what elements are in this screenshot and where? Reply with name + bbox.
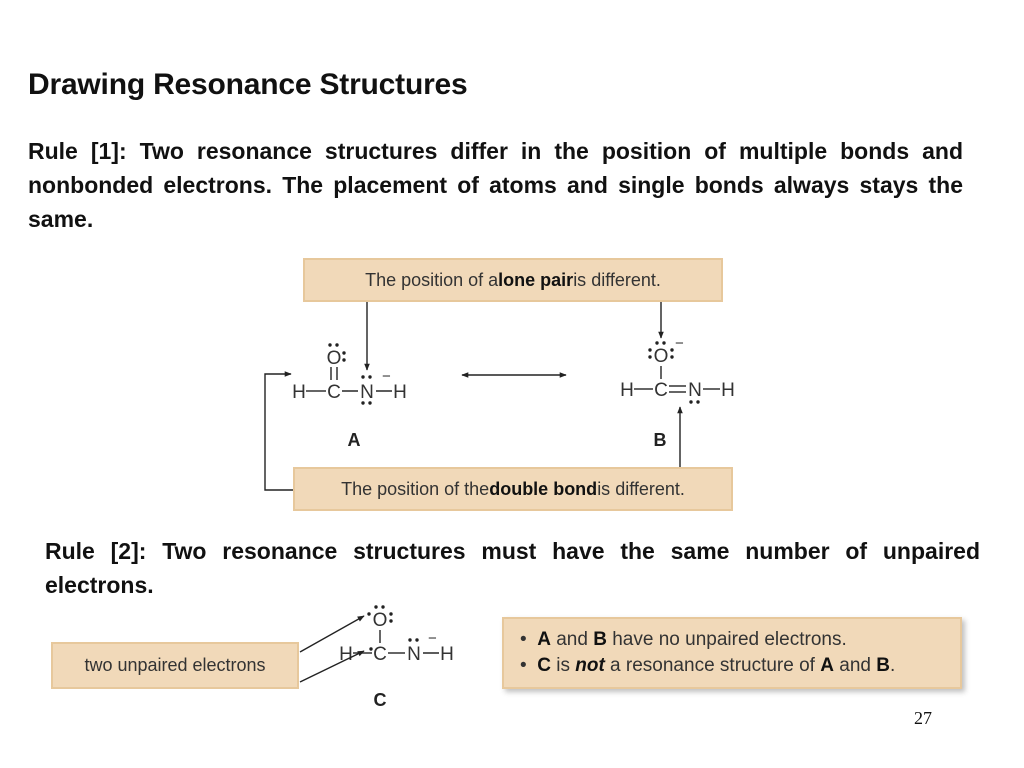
atom-n-a: N <box>360 382 374 403</box>
atom-h-right-b: H <box>721 380 735 401</box>
rule-2-text: Rule [2]: Two resonance structures must … <box>45 538 980 598</box>
atom-h-left-c: H <box>339 644 353 665</box>
structure-a: O H C N H − A <box>292 343 407 450</box>
page-number: 27 <box>914 708 932 728</box>
atom-n-b: N <box>688 380 702 401</box>
atom-c-a: C <box>327 382 341 403</box>
page-title: Drawing Resonance Structures <box>28 68 468 101</box>
lone-pair-callout-suffix: is different. <box>573 269 661 290</box>
label-b: B <box>654 430 667 450</box>
atom-h-right-a: H <box>393 382 407 403</box>
note-1: • A and B have no unpaired electrons. <box>520 627 847 653</box>
notes-box: • A and B have no unpaired electrons. • … <box>502 617 962 689</box>
atom-o-a: O <box>327 348 342 369</box>
note-1-t1: and <box>550 629 594 650</box>
unpaired-arrow-top <box>299 615 365 653</box>
charge-c: − <box>428 630 437 647</box>
lone-pair-callout-prefix: The position of a <box>365 269 499 290</box>
atom-c-c: C <box>373 644 387 665</box>
charge-a: − <box>382 368 391 385</box>
lone-pair-callout: The position of a lone pair is different… <box>303 258 723 302</box>
label-a: A <box>348 430 361 450</box>
note-2: • C is not a resonance structure of A an… <box>520 653 895 679</box>
double-bond-arrow-a <box>264 371 293 491</box>
charge-b: − <box>675 335 684 352</box>
note-2-b3: B <box>876 655 890 676</box>
note-2-t4: . <box>889 655 896 676</box>
atom-c-b: C <box>654 380 668 401</box>
atom-n-c: N <box>407 644 421 665</box>
note-2-t3: and <box>833 655 877 676</box>
structure-b: O − H C N H B <box>620 335 735 450</box>
unpaired-arrow-bottom <box>299 650 365 683</box>
structure-c: O H C N H − C <box>339 605 454 710</box>
lone-pair-callout-bold: lone pair <box>498 269 574 290</box>
atom-o-c: O <box>373 610 388 631</box>
note-2-t2: a resonance structure of <box>604 655 821 676</box>
note-1-b2: B <box>593 629 607 650</box>
double-bond-callout-prefix: The position of the <box>341 478 490 499</box>
unpaired-electrons-callout: two unpaired electrons <box>51 642 299 689</box>
note-2-t1: is <box>550 655 576 676</box>
double-bond-callout-suffix: is different. <box>597 478 685 499</box>
note-2-em: not <box>575 655 605 676</box>
note-1-t2: have no unpaired electrons. <box>606 629 847 650</box>
note-2-b1: C <box>537 655 551 676</box>
atom-h-right-c: H <box>440 644 454 665</box>
label-c: C <box>374 690 387 710</box>
unpaired-electrons-label: two unpaired electrons <box>84 655 266 675</box>
bullet-symbol: • <box>520 629 527 650</box>
double-bond-callout: The position of the double bond is diffe… <box>293 467 733 511</box>
note-1-b1: A <box>537 629 551 650</box>
double-bond-callout-bold: double bond <box>489 478 598 499</box>
rule-1-text: Rule [1]: Two resonance structures diffe… <box>28 138 963 232</box>
bullet-symbol: • <box>520 655 527 676</box>
atom-h-left-a: H <box>292 382 306 403</box>
atom-h-left-b: H <box>620 380 634 401</box>
atom-o-b: O <box>654 346 669 367</box>
note-2-b2: A <box>820 655 834 676</box>
